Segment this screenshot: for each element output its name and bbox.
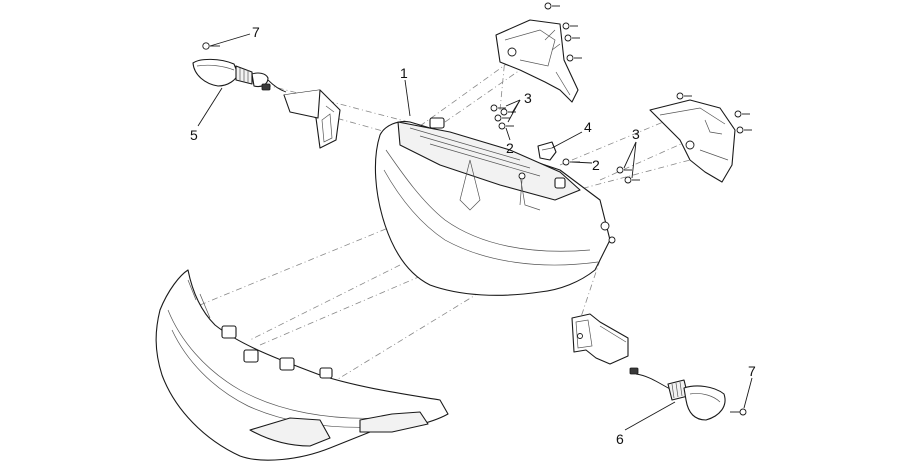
screws-upper-bracket xyxy=(544,2,582,62)
callout-4: 4 xyxy=(584,119,592,135)
callout-3-upper: 3 xyxy=(524,90,532,106)
screw-7-bottom xyxy=(730,408,747,416)
callout-7-top: 7 xyxy=(252,24,260,40)
screw-7-top xyxy=(202,42,220,50)
turn-signal-bracket-right xyxy=(571,313,629,365)
screws-3-upper xyxy=(490,104,516,130)
screws-3-right xyxy=(616,166,640,184)
callout-7-bottom: 7 xyxy=(748,363,756,379)
turn-signal-front-left xyxy=(192,58,287,93)
callout-2-upper: 2 xyxy=(506,140,514,156)
callout-6: 6 xyxy=(616,431,624,447)
callout-labels: 1 2 2 3 3 4 5 6 7 7 xyxy=(190,24,756,447)
right-bracket xyxy=(649,99,736,183)
callout-2-right: 2 xyxy=(592,157,600,173)
turn-signal-bracket-left xyxy=(283,89,341,149)
callout-1: 1 xyxy=(400,65,408,81)
upper-bracket xyxy=(495,19,579,103)
callout-5: 5 xyxy=(190,127,198,143)
front-fairing xyxy=(155,269,449,461)
screws-right-bracket xyxy=(676,92,752,134)
headlight-assembly xyxy=(374,117,616,296)
turn-signal-front-right xyxy=(629,367,726,421)
callout-leaders xyxy=(197,33,753,431)
callout-3-right: 3 xyxy=(632,126,640,142)
clip-part-4 xyxy=(537,141,557,161)
